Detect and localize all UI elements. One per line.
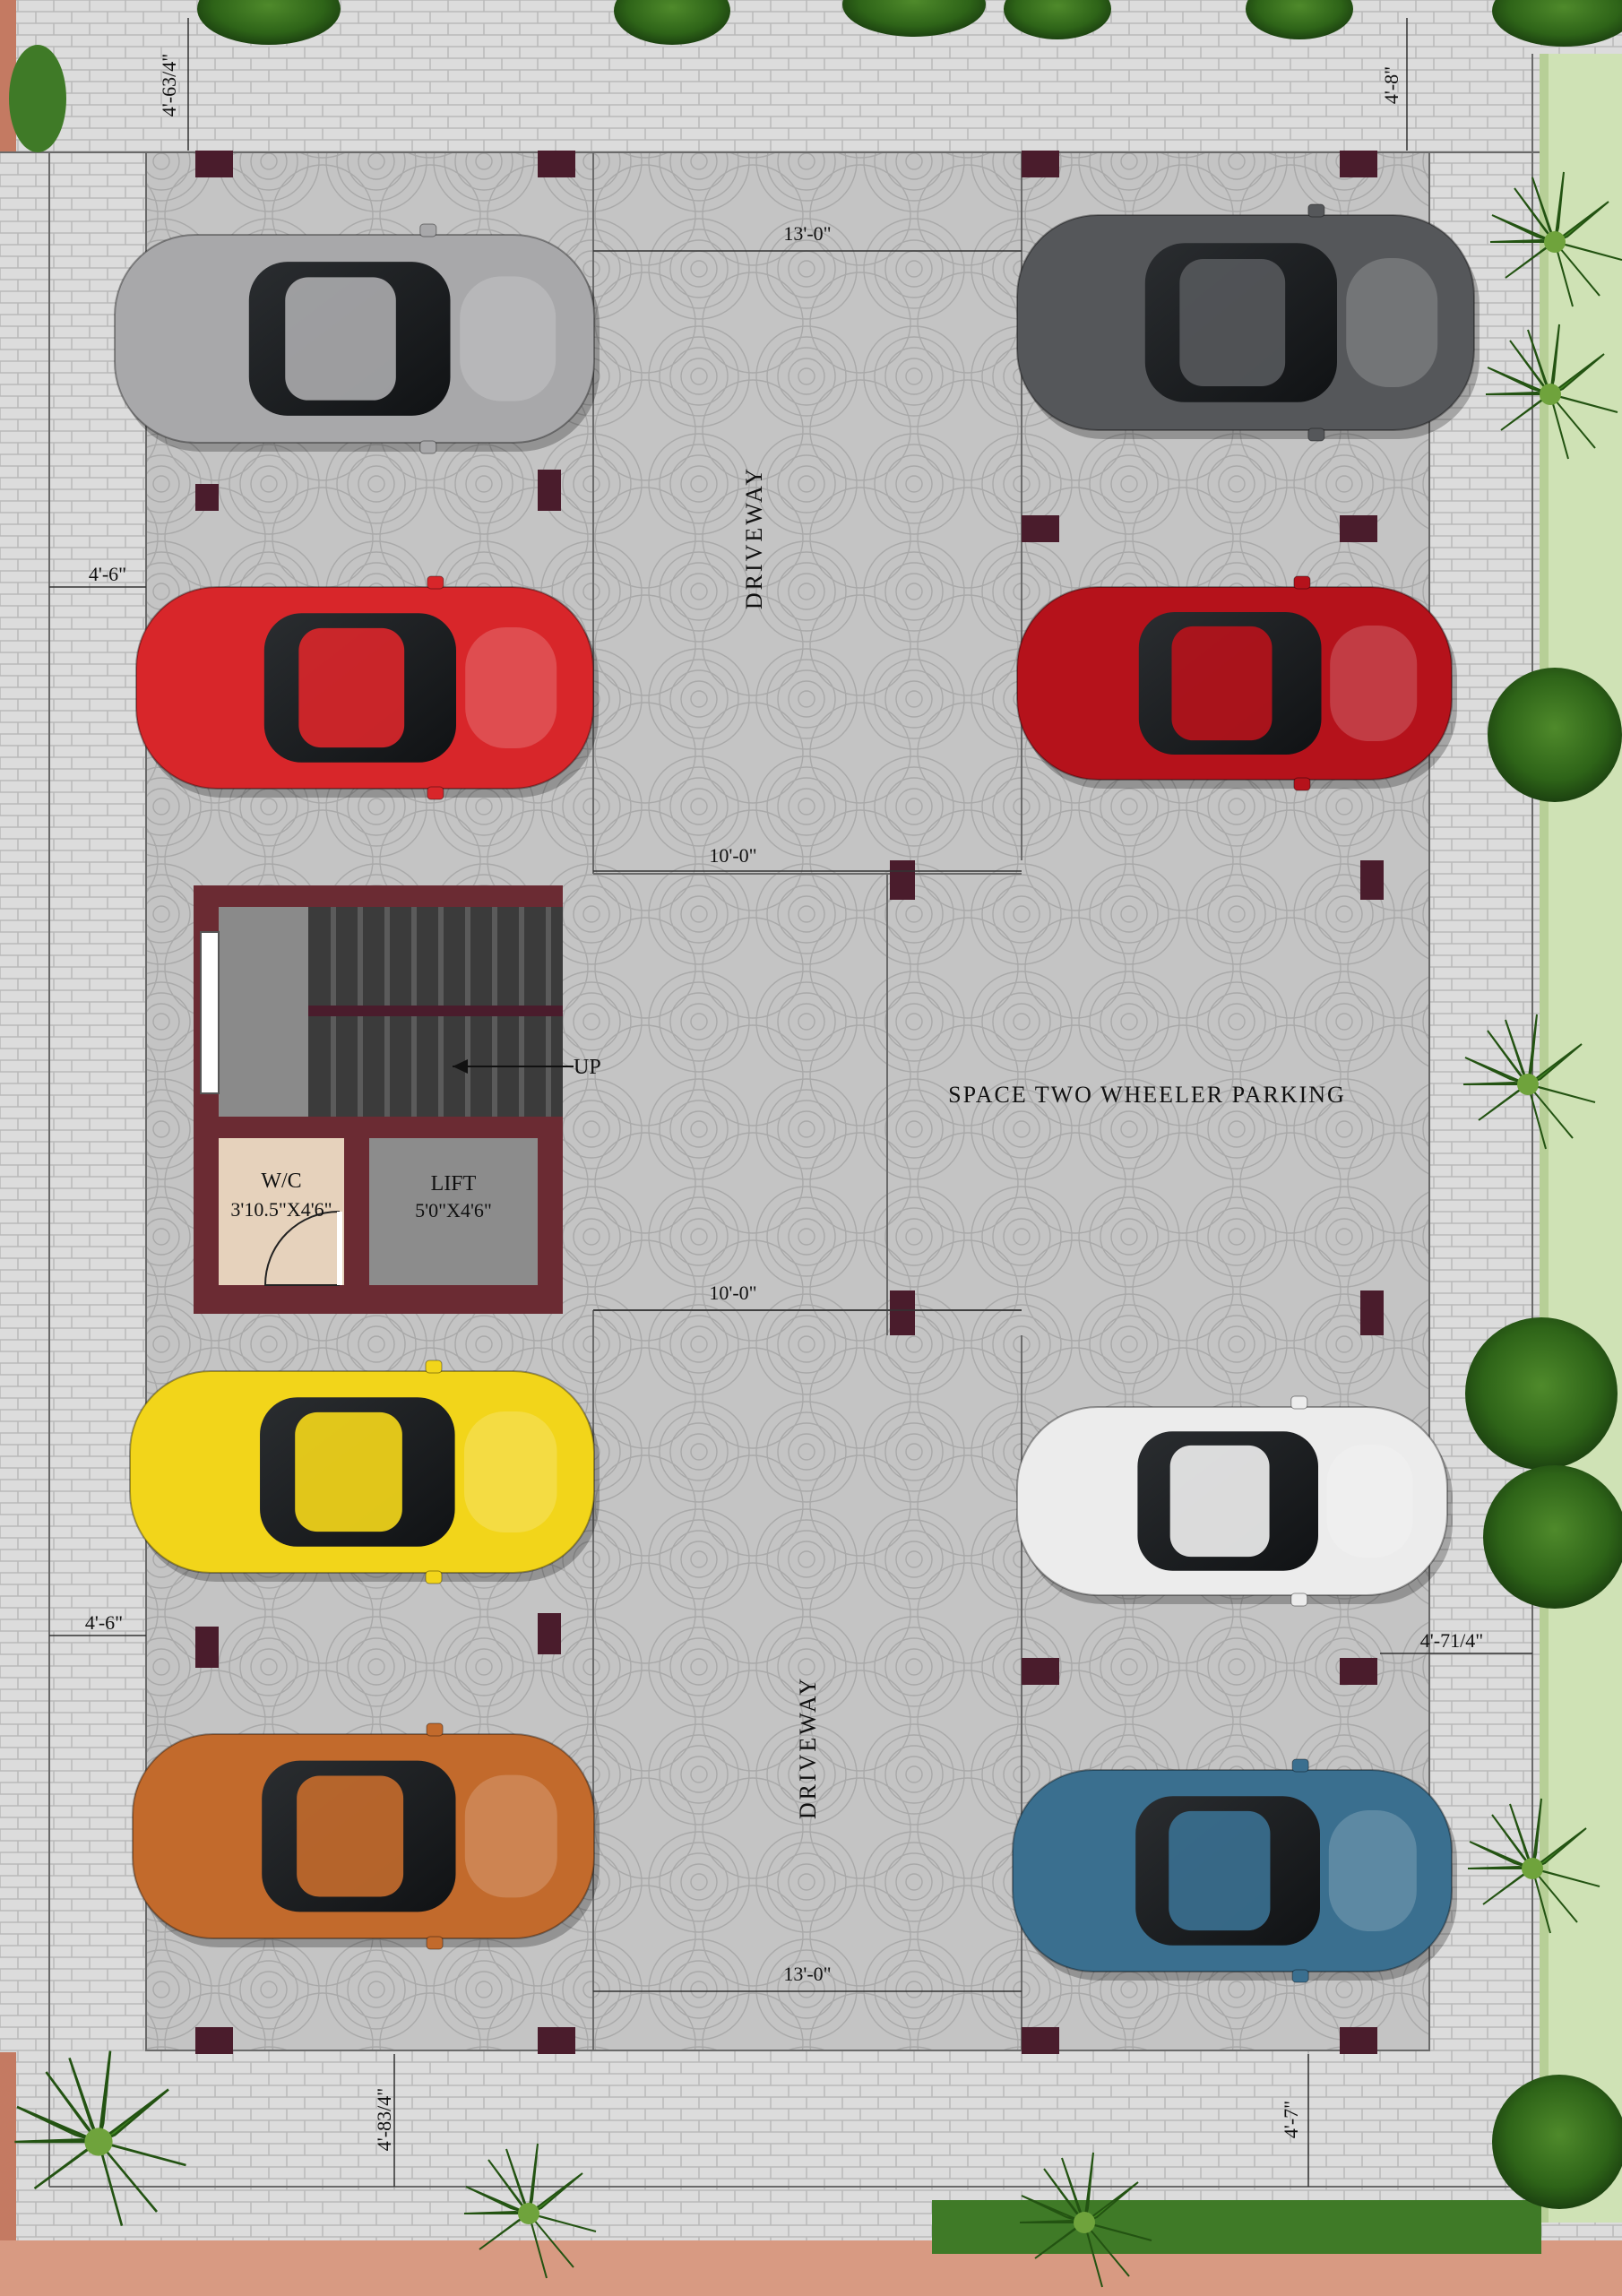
dimension-lines [49,18,1532,2187]
white-hatchback-car [1016,1395,1453,1607]
red-sedan-car [135,575,599,800]
stair-flight [308,907,574,1117]
dim-left-setback-lower: 4'-6" [85,1611,123,1634]
lift-size: 5'0"X4'6" [415,1199,492,1221]
up-label: UP [574,1056,601,1079]
round-tree [1483,1465,1622,1609]
round-tree [1492,2075,1622,2209]
yellow-coupe-car [129,1359,600,1584]
round-tree [1465,1317,1618,1470]
blue-sedan-car [1012,1758,1457,1983]
silver-convertible-car [114,223,600,454]
driveway-label-bottom: DRIVEWAY [795,1676,821,1819]
dark-grey-hatchback-car [1016,203,1480,442]
wc-title: W/C [261,1170,301,1193]
lift-title: LIFT [431,1172,477,1195]
dim-right-setback-lower: 4'-71/4" [1420,1629,1483,1652]
structural-columns [195,151,1384,2054]
core-block [194,885,574,1314]
driveway-label-top: DRIVEWAY [741,466,767,609]
dim-top-right-setback: 4'-8" [1380,66,1402,104]
dim-left-setback-upper: 4'-6" [89,563,126,585]
dim-driveway-mid-lower: 10'-0" [709,1282,756,1304]
bronze-suv-car [132,1722,600,1950]
lawn-strip [1540,54,1622,2223]
dim-top-left-setback: 4'-63/4" [158,54,180,117]
wc-size: 3'10.5"X4'6" [230,1198,332,1221]
shrub-top [9,0,1622,152]
dim-driveway-top: 13'-0" [783,222,831,245]
landscaping [9,0,1622,2288]
dim-driveway-bottom: 13'-0" [783,1963,831,1985]
dim-bottom-right-setback: 4'-7" [1280,2101,1302,2138]
dim-bottom-left-setback: 4'-83/4" [373,2088,395,2151]
dim-driveway-mid-upper: 10'-0" [709,844,756,867]
cars [114,203,1480,1983]
round-tree [1488,668,1622,802]
red-sports-car-car [1016,575,1457,791]
two-wheeler-label: SPACE TWO WHEELER PARKING [948,1082,1346,1108]
